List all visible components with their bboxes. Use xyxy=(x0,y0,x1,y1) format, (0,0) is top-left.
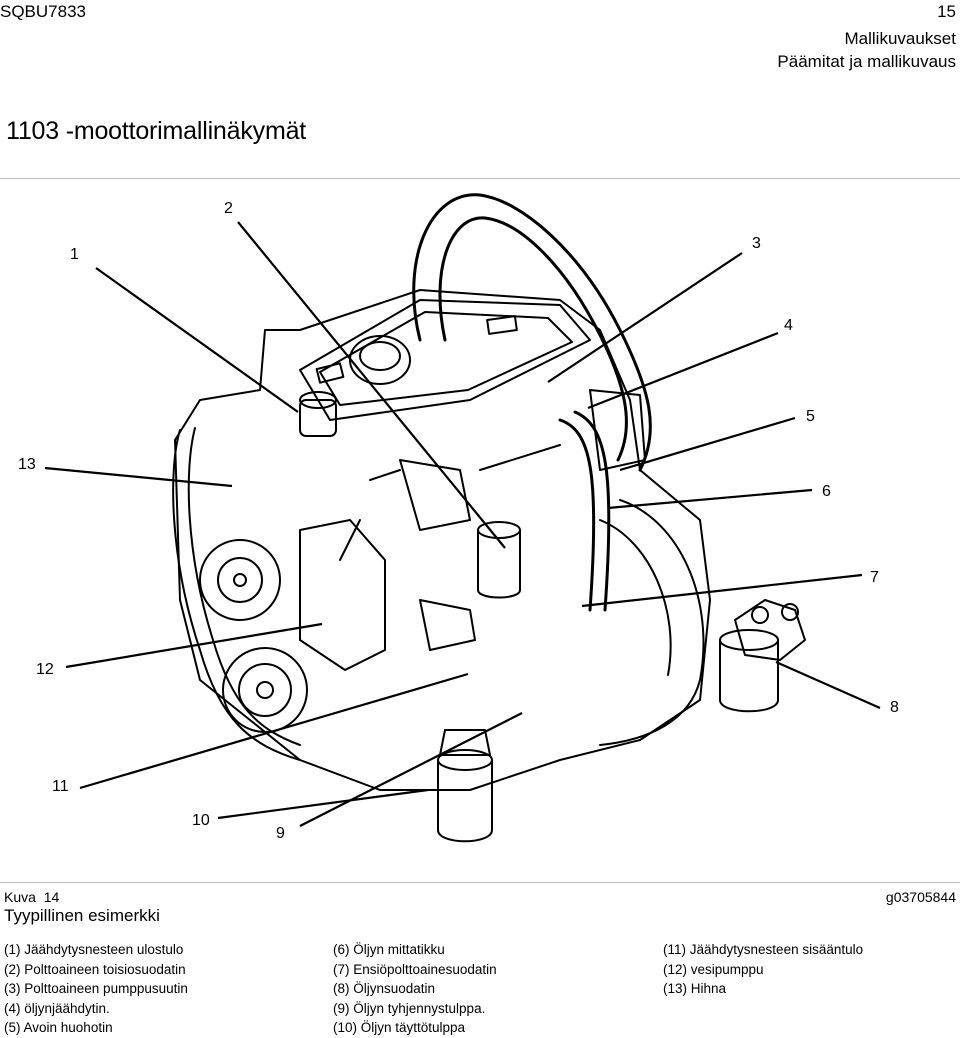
subsection-title: Päämitat ja mallikuvaus xyxy=(777,52,956,71)
callout-5: 5 xyxy=(806,408,815,425)
legend-column-3: (11) Jäähdytysnesteen sisääntulo (12) ve… xyxy=(663,940,863,999)
callout-1: 1 xyxy=(70,246,79,263)
engine-illustration: 1 2 3 4 5 6 7 8 9 10 11 12 13 xyxy=(0,180,960,880)
legend-column-1: (1) Jäähdytysnesteen ulostulo (2) Poltto… xyxy=(4,940,188,1038)
legend-item: (8) Öljynsuodatin xyxy=(333,981,436,996)
legend-item: (7) Ensiöpolttoainesuodatin xyxy=(333,961,497,977)
section-title: Mallikuvaukset xyxy=(844,29,957,48)
document-id: SQBU7833 xyxy=(0,2,86,21)
title-divider xyxy=(0,178,960,179)
legend-item: (13) Hihna xyxy=(663,981,727,996)
legend-item: (3) Polttoaineen pumppusuutin xyxy=(4,981,188,996)
callout-13: 13 xyxy=(18,456,36,473)
callout-6: 6 xyxy=(822,483,831,500)
legend-item: (2) Polttoaineen toisiosuodatin xyxy=(4,961,186,977)
graphic-id: g03705844 xyxy=(885,889,956,905)
caption-divider xyxy=(0,882,960,883)
legend-item: (4) öljynjäähdytin. xyxy=(4,1000,110,1016)
callout-8: 8 xyxy=(890,699,899,716)
legend-item: (10) Öljyn täyttötulppa xyxy=(333,1020,466,1035)
callout-2: 2 xyxy=(224,200,233,217)
page-number: 15 xyxy=(937,2,956,21)
figure-label-text: Kuva xyxy=(4,889,36,905)
callout-12: 12 xyxy=(36,661,54,678)
engine-drawing xyxy=(44,193,881,843)
page-title: 1103 -moottorimallinäkymät xyxy=(6,117,307,145)
callout-11: 11 xyxy=(52,778,69,795)
callout-4: 4 xyxy=(784,317,793,334)
callout-9: 9 xyxy=(276,825,285,842)
legend-item: (1) Jäähdytysnesteen ulostulo xyxy=(4,942,184,957)
legend-item: (9) Öljyn tyhjennystulppa. xyxy=(333,1000,486,1016)
callout-7: 7 xyxy=(870,569,879,586)
legend-item: (5) Avoin huohotin xyxy=(4,1020,113,1035)
legend-item: (12) vesipumppu xyxy=(663,961,764,977)
legend-item: (6) Öljyn mittatikku xyxy=(333,942,445,957)
legend-column-2: (6) Öljyn mittatikku (7) Ensiöpolttoaine… xyxy=(333,940,497,1038)
callout-10: 10 xyxy=(192,812,210,829)
figure-number: 14 xyxy=(43,889,60,905)
legend-item: (11) Jäähdytysnesteen sisääntulo xyxy=(663,942,864,957)
figure-caption: Tyypillinen esimerkki xyxy=(4,906,160,925)
figure-label: Kuva 14 xyxy=(4,889,59,905)
callout-3: 3 xyxy=(752,235,761,252)
